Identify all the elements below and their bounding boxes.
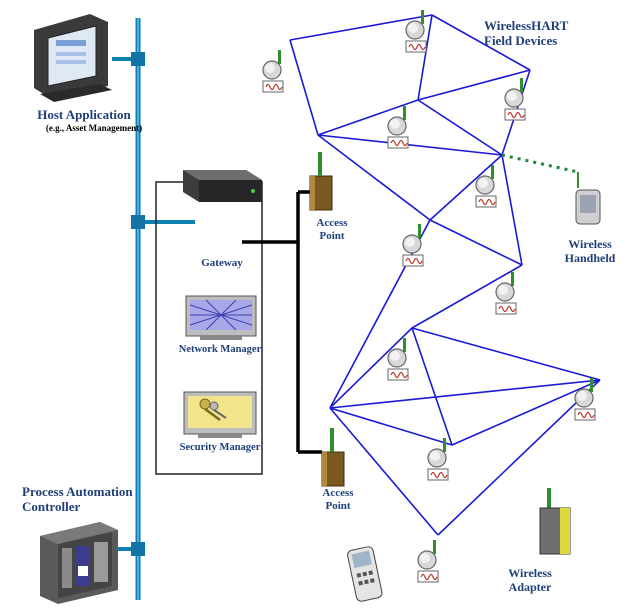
process-controller-label-1: Process Automation xyxy=(22,484,133,499)
handheld-icon xyxy=(575,172,601,225)
network-manager-label: Network Manager xyxy=(179,344,262,355)
adapter-icon xyxy=(539,488,571,555)
access-point-bottom-label-1: Access xyxy=(322,487,354,499)
handheld-wireless-link xyxy=(501,153,579,174)
network-manager-icon xyxy=(185,295,257,340)
field-devices-label-2: Field Devices xyxy=(484,33,557,48)
field-device-icon xyxy=(262,49,284,93)
access-point-icon xyxy=(309,151,333,211)
handheld-label-2: Handheld xyxy=(565,251,616,265)
field-communicator-icon xyxy=(347,546,383,602)
process-controller-label-2: Controller xyxy=(22,499,80,514)
field-device-icon xyxy=(402,223,424,267)
field-device-icon xyxy=(475,164,497,208)
field-device-icon xyxy=(387,105,409,149)
field-devices-label-1: WirelessHART xyxy=(484,18,569,33)
security-manager-label: Security Manager xyxy=(180,442,261,453)
field-device-icon xyxy=(417,539,439,583)
host-application-label: Host Application xyxy=(37,107,131,122)
bus-tap-controller xyxy=(131,542,145,556)
security-manager-icon xyxy=(183,391,257,438)
access-point-bottom-label-2: Point xyxy=(325,500,350,512)
gateway-server-icon xyxy=(183,170,262,202)
adapter-label-2: Adapter xyxy=(509,580,552,594)
gateway-label: Gateway xyxy=(201,257,243,269)
field-device-icon xyxy=(504,77,526,121)
control-bus xyxy=(112,18,195,600)
field-device-icon xyxy=(427,437,449,481)
field-device-icon xyxy=(574,377,596,421)
field-device-icon xyxy=(405,9,427,53)
host-application-sublabel: (e.g., Asset Management) xyxy=(46,123,142,133)
access-point-top-label-2: Point xyxy=(319,230,344,242)
bus-tap-gateway xyxy=(131,215,145,229)
host-computer-icon xyxy=(34,14,112,102)
access-point-icon xyxy=(321,427,345,487)
field-device-icon xyxy=(387,337,409,381)
handheld-label-1: Wireless xyxy=(568,237,612,251)
controller-cabinet-icon xyxy=(40,522,118,604)
bus-tap-host xyxy=(131,52,145,66)
access-point-top-label-1: Access xyxy=(316,217,348,229)
adapter-label-1: Wireless xyxy=(508,566,552,580)
